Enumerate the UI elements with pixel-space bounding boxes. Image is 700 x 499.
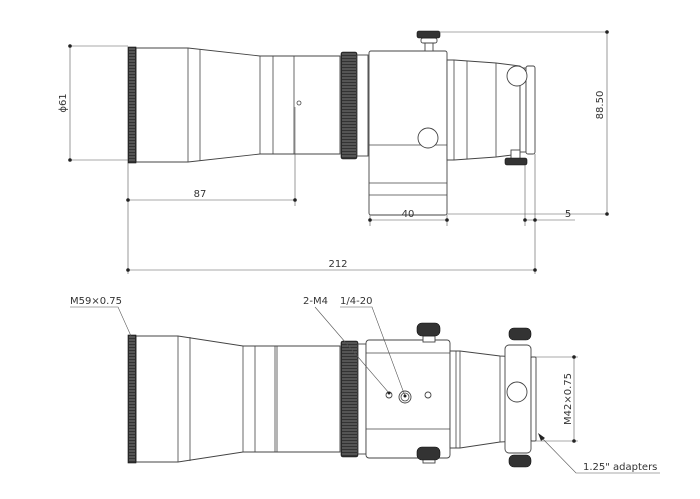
top-view: ϕ61 88.50 87 40 5 212 xyxy=(58,30,609,274)
marker-point xyxy=(296,100,302,106)
bottom-knob-icon xyxy=(416,446,441,461)
rear-flange xyxy=(525,65,536,155)
side-knob-icon xyxy=(417,127,439,149)
right-bottom-knob-icon xyxy=(508,454,532,468)
dim-40-label: 40 xyxy=(402,209,415,220)
right-knob-icon xyxy=(506,65,528,87)
lower-knob-icon xyxy=(504,157,528,166)
dim-87-label: 87 xyxy=(194,189,207,200)
bottom-view: M42×0.75 M59×0.75 2-M4 1/4-20 1.25" adap… xyxy=(70,296,660,474)
top-knob-icon xyxy=(416,322,441,337)
2-m4-label: 2-M4 xyxy=(303,296,328,307)
quarter-20-label: 1/4-20 xyxy=(340,296,372,307)
side-knob-icon xyxy=(506,381,528,403)
m42-label: M42×0.75 xyxy=(563,373,574,425)
dim-5-label: 5 xyxy=(565,209,571,220)
front-knurled-ring-bottom xyxy=(127,334,137,464)
front-knurled-ring xyxy=(127,46,137,164)
objective-tube xyxy=(135,47,341,163)
height-label: 88.50 xyxy=(595,91,606,120)
adapters-label: 1.25" adapters xyxy=(583,462,657,473)
m59-label: M59×0.75 xyxy=(70,296,122,307)
focus-knurled-ring-bottom xyxy=(340,340,359,458)
collar xyxy=(356,54,369,157)
focus-knurled-ring xyxy=(340,51,358,160)
m4-hole-icon xyxy=(424,391,432,399)
dim-212-label: 212 xyxy=(328,259,347,270)
right-top-knob-icon xyxy=(508,327,532,341)
rear-flange-bottom xyxy=(530,356,537,442)
diameter-label: ϕ61 xyxy=(58,93,69,112)
top-knob-icon xyxy=(416,30,441,39)
objective-tube-bottom xyxy=(135,335,341,463)
